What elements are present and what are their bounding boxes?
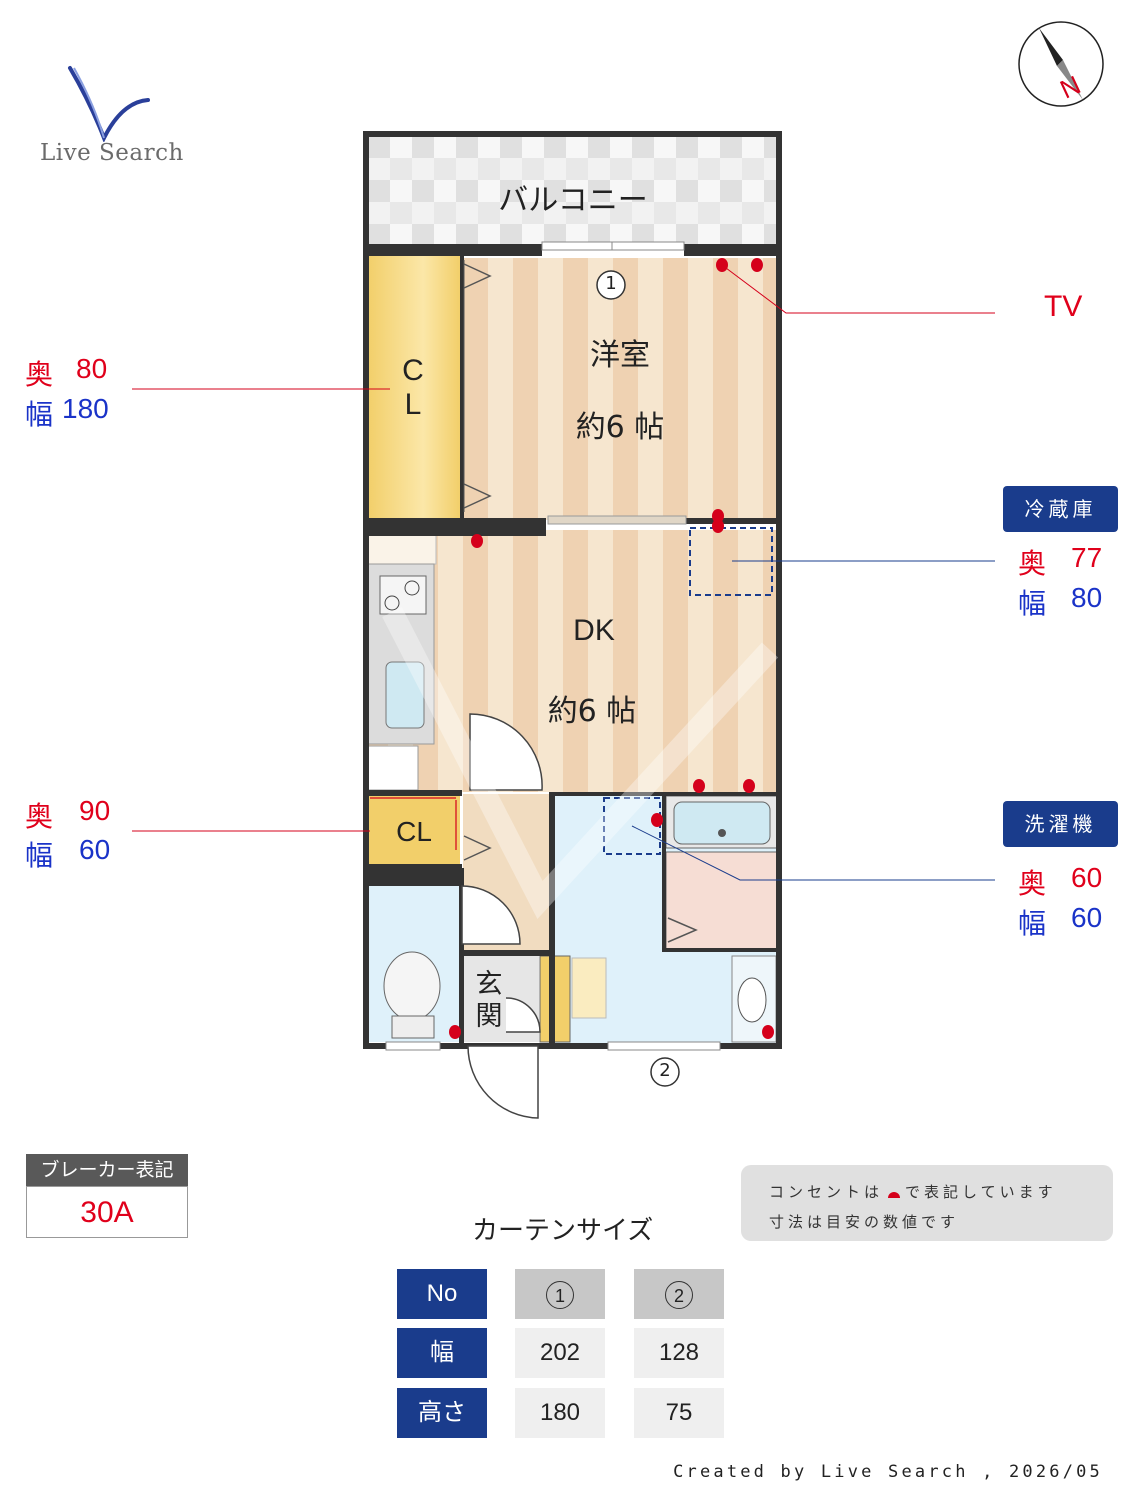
curtain-number-1: 1	[515, 1269, 605, 1319]
washer-depth-label: 奥	[1018, 868, 1047, 899]
washer-tag: 洗濯機	[1003, 801, 1118, 847]
closet-2-depth-value: 90	[79, 795, 111, 826]
closet-2-floor	[368, 796, 460, 864]
curtain-height-1: 180	[515, 1388, 605, 1438]
stove-burner-icon	[404, 580, 420, 596]
door-swing-entrance	[467, 1045, 539, 1119]
compass: N	[1017, 20, 1105, 108]
outlet-icon	[449, 1025, 461, 1039]
notes-line-2: 寸法は目安の数値です	[769, 1213, 960, 1231]
curtain-width-2: 128	[634, 1328, 724, 1378]
breaker-value: 30A	[26, 1186, 188, 1238]
closet-1-label-c: C	[402, 354, 424, 387]
closet-2-width-label: 幅	[25, 840, 54, 871]
outlet-icon	[712, 509, 724, 523]
fridge-depth-label: 奥	[1018, 548, 1047, 579]
fridge-tag: 冷蔵庫	[1003, 486, 1118, 532]
outlet-icon	[712, 519, 724, 533]
washer-width-label: 幅	[1018, 908, 1047, 939]
window-marker-2: 2	[659, 1060, 671, 1081]
closet-1-label-l: L	[404, 388, 422, 421]
washer-width-value: 60	[1071, 902, 1103, 933]
dk-size: 約6 帖	[547, 694, 637, 729]
breaker-label: ブレーカー表記	[26, 1154, 188, 1186]
western-room-name: 洋室	[590, 338, 650, 373]
closet-1-floor	[368, 250, 460, 520]
dk-floor	[368, 530, 779, 792]
live-search-logo-icon	[68, 66, 150, 142]
fridge-width-label: 幅	[1018, 588, 1047, 619]
window-2	[607, 1041, 721, 1051]
door-swing-toilet	[461, 885, 521, 945]
notes-line-1a: コンセントは	[769, 1183, 884, 1201]
closet-2-depth-label: 奥	[25, 801, 54, 832]
outlet-icon	[693, 779, 705, 793]
balcony-floor	[366, 134, 779, 246]
dk-name: DK	[573, 614, 615, 647]
closet-2-label: CL	[396, 816, 432, 847]
fridge-width-value: 80	[1071, 582, 1103, 613]
outlet-icon	[762, 1025, 774, 1039]
curtain-row-label-width: 幅	[397, 1328, 487, 1378]
tv-leader-line	[721, 264, 995, 314]
outlet-legend-icon	[888, 1191, 901, 1198]
closet-1-depth-value: 80	[76, 353, 108, 384]
tv-label: TV	[1044, 290, 1083, 323]
closet-1-width-value: 180	[62, 393, 109, 424]
notes-line-1b: で表記しています	[905, 1183, 1057, 1201]
door-swing-dk	[469, 713, 543, 791]
curtain-row-label-height: 高さ	[397, 1388, 487, 1438]
floor-plan	[132, 131, 995, 1119]
closet-1-depth-label: 奥	[25, 359, 54, 390]
curtain-header-no: No	[397, 1269, 487, 1319]
outlet-icon	[471, 534, 483, 548]
western-room-floor	[463, 258, 779, 520]
washer-leader-line	[631, 825, 995, 881]
drain-icon	[718, 829, 726, 837]
outlet-icon	[743, 779, 755, 793]
fridge-depth-value: 77	[1071, 542, 1103, 573]
kitchen-sink	[385, 661, 425, 729]
sliding-door	[547, 515, 687, 525]
washer-depth-value: 60	[1071, 862, 1103, 893]
window-1	[541, 241, 685, 251]
curtain-title: カーテンサイズ	[472, 1216, 654, 1246]
footer-credit: Created by Live Search , 2026/05	[673, 1462, 1103, 1482]
closet-1-width-label: 幅	[25, 399, 54, 430]
curtain-number-2: 2	[634, 1269, 724, 1319]
western-room-size: 約6 帖	[575, 410, 665, 445]
closet-2-width-value: 60	[79, 834, 111, 865]
window-marker-1: 1	[605, 273, 617, 294]
notes-box: コンセントは で表記しています 寸法は目安の数値です	[741, 1165, 1113, 1241]
toilet-icon	[383, 951, 441, 1021]
curtain-width-1: 202	[515, 1328, 605, 1378]
entrance-label-1: 玄	[475, 969, 503, 1000]
logo-text: Live Search	[40, 140, 184, 166]
stove-burner-icon	[384, 595, 400, 611]
outlet-icon	[651, 813, 663, 827]
compass-needle-icon	[1018, 21, 1104, 107]
curtain-height-2: 75	[634, 1388, 724, 1438]
stove	[379, 575, 427, 615]
bathroom-floor	[665, 851, 779, 951]
balcony-label: バルコニー	[498, 183, 648, 218]
entrance-label-2: 関	[475, 1001, 503, 1032]
outlet-icon	[751, 258, 763, 272]
